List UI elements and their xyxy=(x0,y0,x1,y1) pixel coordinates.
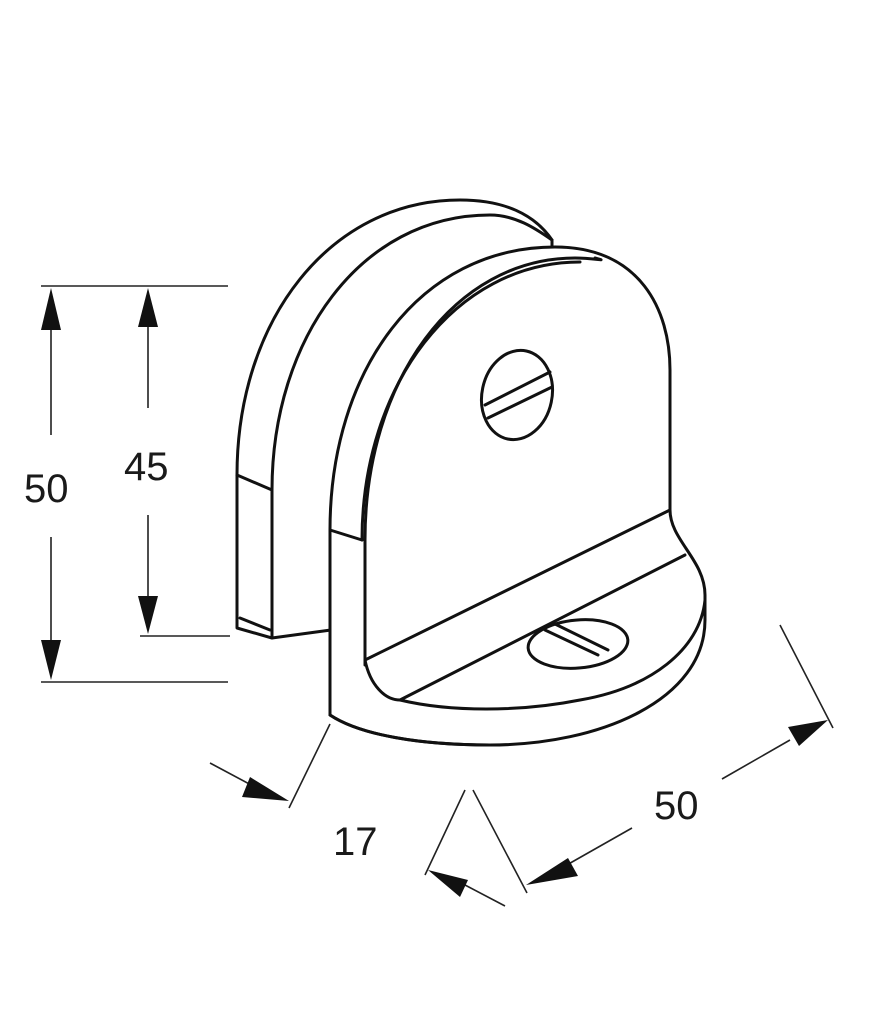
dimension-base-depth xyxy=(472,624,834,894)
dimension-overall-height xyxy=(41,285,228,683)
label-clamp-height: 45 xyxy=(124,445,169,489)
label-base-depth: 50 xyxy=(654,784,699,828)
label-thickness: 17 xyxy=(333,820,378,864)
dimension-clamp-height xyxy=(138,288,230,637)
upper-screw xyxy=(480,348,554,442)
dimension-thickness xyxy=(209,723,506,907)
front-bracket xyxy=(328,245,707,747)
lower-screw xyxy=(526,618,630,670)
label-overall-height: 50 xyxy=(24,467,69,511)
